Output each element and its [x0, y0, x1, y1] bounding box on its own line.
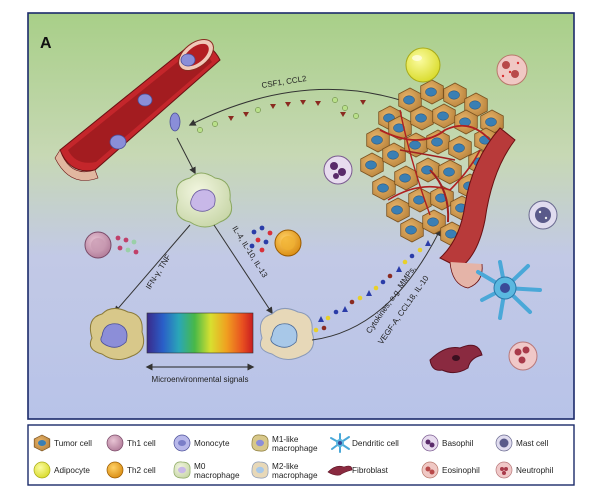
th2-cytokine-dots	[249, 225, 273, 253]
legend-label-line2: macrophage	[272, 444, 318, 453]
cytokine-markers	[313, 240, 431, 333]
cytokine-arrow	[311, 228, 441, 341]
legend-label-line1: M0	[194, 462, 206, 471]
basophil-icon	[421, 434, 439, 452]
legend-label: Th1 cell	[127, 439, 156, 448]
m0-macrophage-icon	[173, 461, 191, 479]
eosinophil-top	[496, 54, 528, 86]
legend-label: Dendritic cell	[352, 439, 399, 448]
legend-label-line2: macrophage	[272, 471, 318, 480]
tumor-cell	[443, 82, 467, 108]
neutrophil-icon	[495, 461, 513, 479]
legend-item: Monocyte	[173, 434, 230, 452]
tumor-cell	[422, 209, 446, 235]
th2-cell	[274, 229, 302, 257]
tumor-cell	[448, 135, 472, 161]
legend-item: Adipocyte	[33, 461, 90, 479]
dendritic-cell	[476, 260, 542, 320]
tumor-capillary	[379, 124, 491, 141]
tumor-cell-icon	[33, 434, 51, 452]
th1-cell	[84, 231, 112, 259]
eosinophil-icon	[421, 461, 439, 479]
tumor-cell	[432, 103, 456, 129]
tumor-cell	[416, 157, 440, 183]
legend-item: Fibroblast	[327, 465, 389, 476]
legend-label: Basophil	[442, 439, 474, 448]
m2-macrophage	[259, 308, 315, 360]
tumor-cell	[360, 152, 384, 178]
recruitment-arrow	[188, 88, 401, 126]
th2-cell-icon	[106, 461, 124, 479]
arrow-to-m0	[176, 137, 196, 175]
th1-cytokine-dots	[115, 235, 139, 255]
spectrum-bar	[146, 312, 254, 354]
legend-label: Tumor cell	[54, 439, 92, 448]
legend-item: Neutrophil	[495, 461, 554, 479]
neutrophil-cell	[508, 341, 538, 371]
legend-label-line1: M2-like	[272, 462, 299, 471]
legend-item: Mast cell	[495, 434, 548, 452]
mast-cell	[528, 200, 558, 230]
tumor-cell	[372, 175, 396, 201]
m1-macrophage-icon	[251, 434, 269, 452]
adipocyte-cell	[405, 47, 441, 83]
legend-label: Mast cell	[516, 439, 548, 448]
m1-macrophage	[89, 308, 145, 360]
legend-item: Th2 cell	[106, 461, 156, 479]
blood-vessel	[54, 38, 221, 181]
tumor-cell	[426, 129, 450, 155]
tumor-cell	[438, 159, 462, 185]
chemokine-markers	[197, 97, 366, 133]
legend-item: Eosinophil	[421, 461, 480, 479]
tumor-cell	[400, 217, 424, 243]
m0-macrophage	[176, 172, 233, 228]
arrow-to-m2	[213, 224, 273, 315]
tumor-cell	[410, 105, 434, 131]
legend-label-line1: M1-like	[272, 435, 299, 444]
basophil-cell	[323, 155, 353, 185]
spectrum-label: Microenvironmental signals	[152, 375, 249, 384]
adipocyte-icon	[33, 461, 51, 479]
tumor-cell	[394, 165, 418, 191]
legend-item: Basophil	[421, 434, 474, 452]
tumor-blood-vessel	[399, 127, 516, 289]
legend-label: Eosinophil	[442, 466, 480, 475]
m2-macrophage-icon	[251, 461, 269, 479]
tumor-capillary	[387, 149, 481, 201]
legend-label: Adipocyte	[54, 466, 90, 475]
legend-label-line2: macrophage	[194, 471, 240, 480]
legend-label: Th2 cell	[127, 466, 156, 475]
legend-item: Th1 cell	[106, 434, 156, 452]
legend-label: Monocyte	[194, 439, 230, 448]
tumor-capillary	[399, 109, 431, 216]
fibroblast-cell	[429, 344, 483, 374]
legend-item: Tumor cell	[33, 434, 92, 452]
mast-cell-icon	[495, 434, 513, 452]
monocyte-icon	[173, 434, 191, 452]
tumor-cell	[420, 79, 444, 105]
dendritic-cell-icon	[330, 433, 350, 453]
arrow-to-m1	[114, 224, 191, 314]
legend-item: Dendritic cell	[330, 433, 399, 453]
fibroblast-icon	[327, 465, 353, 476]
legend-label: Fibroblast	[352, 466, 389, 475]
legend-label: Neutrophil	[516, 466, 554, 475]
panel-label: A	[40, 35, 52, 52]
th1-cell-icon	[106, 434, 124, 452]
